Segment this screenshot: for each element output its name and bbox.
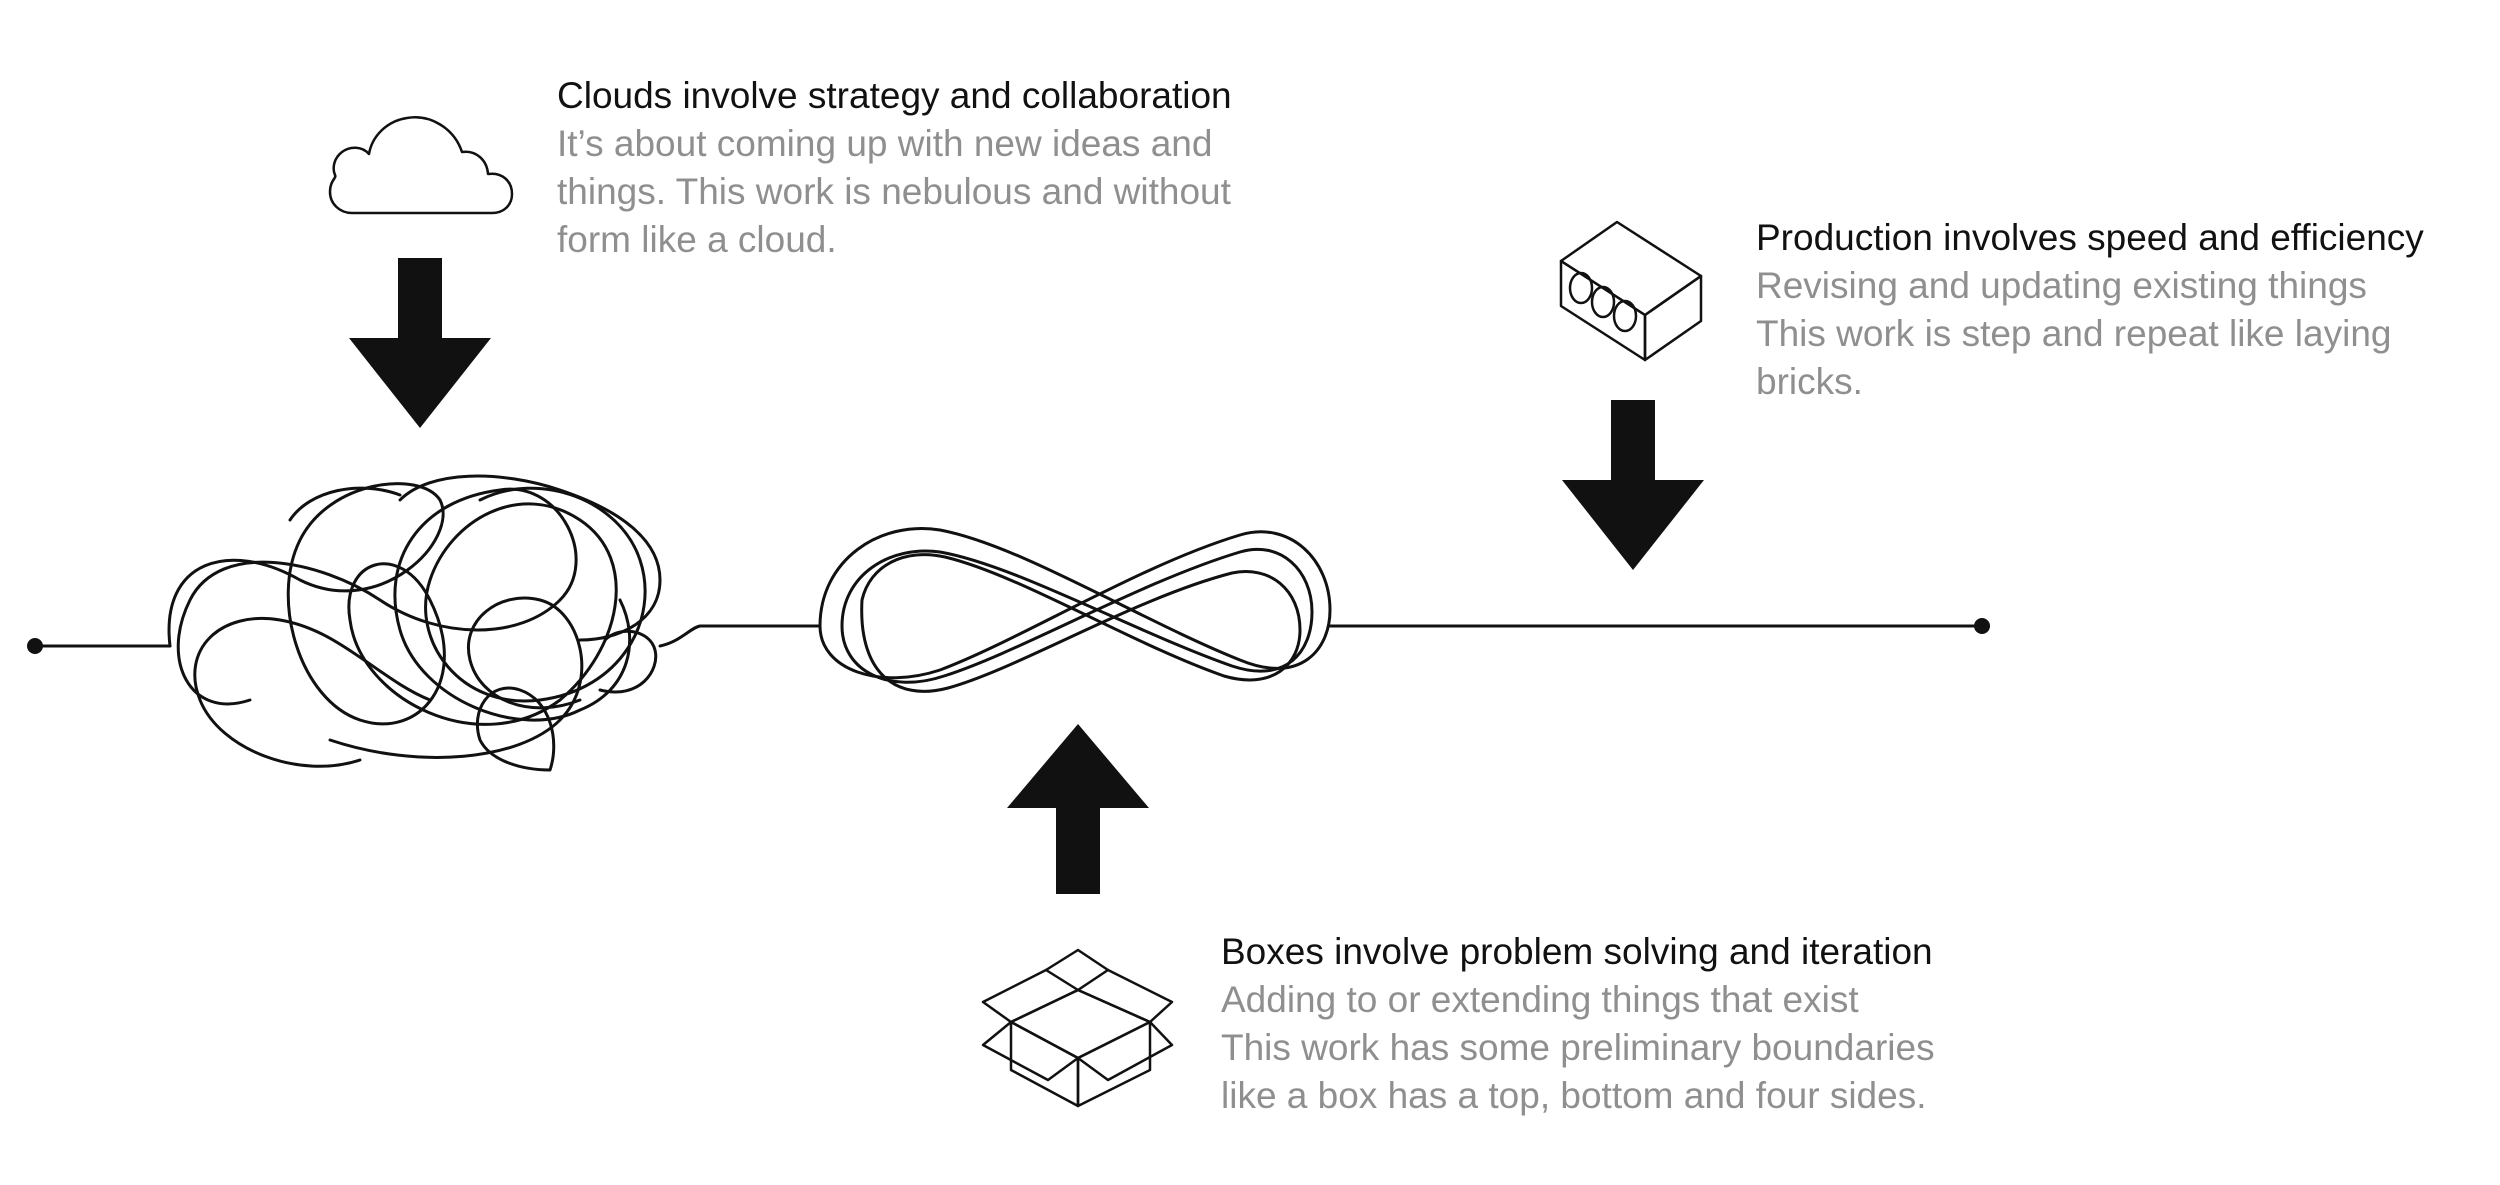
end-dot	[1974, 618, 1990, 634]
clouds-body-line: It’s about coming up with new ideas and	[557, 123, 1213, 164]
boxes-body-line: Adding to or extending things that exist	[1221, 979, 1859, 1020]
clouds-heading: Clouds involve strategy and collaboratio…	[557, 75, 1232, 116]
boxes-heading: Boxes involve problem solving and iterat…	[1221, 931, 1933, 972]
process-line	[33, 624, 1984, 648]
clouds-body-line: form like a cloud.	[557, 219, 837, 260]
boxes-body-line: like a box has a top, bottom and four si…	[1221, 1075, 1927, 1116]
clouds-body-line: things. This work is nebulous and withou…	[557, 171, 1231, 212]
production-body-line: This work is step and repeat like laying	[1756, 313, 2392, 354]
production-description: Production involves speed and efficiency…	[1756, 214, 2424, 406]
boxes-description: Boxes involve problem solving and iterat…	[1221, 928, 1935, 1120]
production-body-line: Revising and updating existing things	[1756, 265, 2367, 306]
infinity-loops	[818, 527, 1332, 693]
clouds-description: Clouds involve strategy and collaboratio…	[557, 72, 1232, 264]
arrow-up-icon	[1007, 724, 1149, 894]
arrow-down-icon	[349, 258, 491, 428]
production-heading: Production involves speed and efficiency	[1756, 217, 2424, 258]
boxes-body-line: This work has some preliminary boundarie…	[1221, 1027, 1935, 1068]
cloud-icon	[328, 116, 514, 215]
production-body-line: bricks.	[1756, 361, 1863, 402]
box-icon	[981, 948, 1174, 1108]
tangle-scribble	[167, 474, 662, 772]
start-dot	[27, 638, 43, 654]
arrow-down-icon	[1562, 400, 1704, 570]
brick-icon	[1559, 220, 1703, 362]
